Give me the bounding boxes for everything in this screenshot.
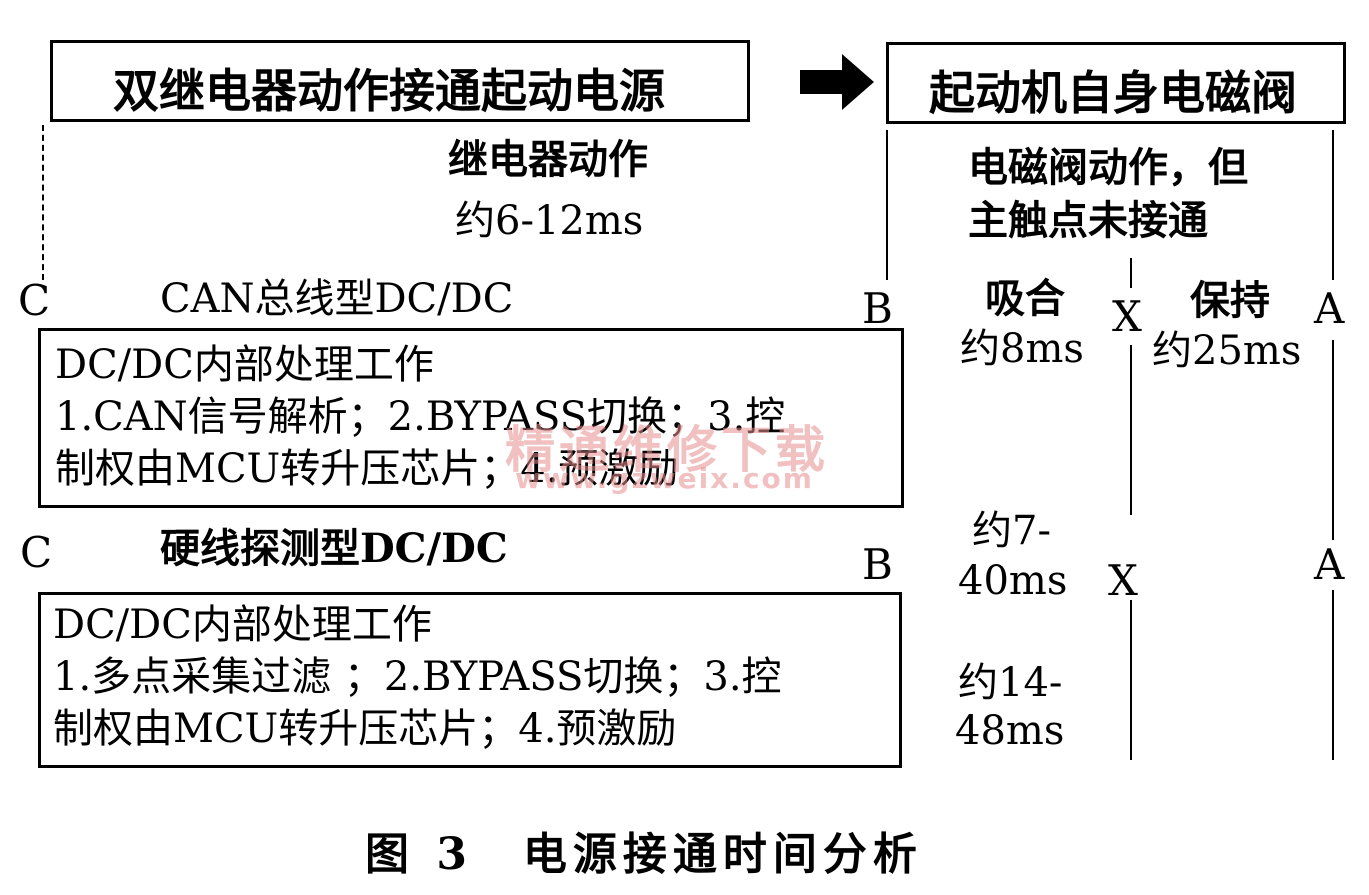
hw-box-line1: DC/DC内部处理工作 xyxy=(53,602,432,648)
can-box-line3: 制权由MCU转升压芯片；4.预激励 xyxy=(55,446,679,492)
label-a-hw: A xyxy=(1314,540,1345,589)
hw-box-line3: 制权由MCU转升压芯片；4.预激励 xyxy=(53,706,677,752)
line-a-1 xyxy=(1332,340,1334,540)
line-c-top xyxy=(42,125,44,280)
line-x-1 xyxy=(1130,258,1132,288)
hw-time2-line2: 48ms xyxy=(955,708,1065,754)
watermark-line2: www.gzweix.com xyxy=(515,462,814,495)
hw-box-line2: 1.多点采集过滤 ；2.BYPASS切换；3.控 xyxy=(53,654,782,700)
label-c-can: C xyxy=(18,276,51,325)
top-right-box-text: 起动机自身电磁阀 xyxy=(929,66,1297,120)
right-arrow-icon xyxy=(800,54,874,110)
label-b-can: B xyxy=(862,284,893,333)
watermark-line1: 精通维修下载 xyxy=(505,421,829,479)
top-left-box-text: 双继电器动作接通起动电源 xyxy=(113,64,665,118)
hw-process-box: DC/DC内部处理工作 1.多点采集过滤 ；2.BYPASS切换；3.控 制权由… xyxy=(38,592,902,768)
top-left-box: 双继电器动作接通起动电源 xyxy=(50,40,750,122)
relay-note-line2: 约6-12ms xyxy=(455,198,644,244)
figure-caption: 图 3 电源接通时间分析 xyxy=(365,829,923,880)
label-a-can: A xyxy=(1314,284,1345,333)
hw-time1-line2: 40ms xyxy=(958,558,1068,604)
can-box-line2: 1.CAN信号解析；2.BYPASS切换；3.控 xyxy=(55,394,786,440)
line-a-2 xyxy=(1332,590,1334,760)
relay-note-line1: 继电器动作 xyxy=(448,136,648,183)
can-hold-label: 保持 xyxy=(1190,277,1270,324)
can-section-title: CAN总线型DC/DC xyxy=(160,276,514,322)
hw-time2-line1: 约14- xyxy=(958,660,1063,706)
can-hold-time: 约25ms xyxy=(1152,328,1302,374)
valve-note-line1: 电磁阀动作，但 xyxy=(968,144,1248,191)
can-pull-in-label: 吸合 xyxy=(985,275,1065,322)
top-right-box: 起动机自身电磁阀 xyxy=(886,42,1346,124)
label-c-hw: C xyxy=(20,528,53,577)
line-x-1b xyxy=(1130,345,1132,515)
can-pull-in-time: 约8ms xyxy=(960,326,1084,372)
label-b-hw: B xyxy=(862,540,893,589)
label-x-hw: X xyxy=(1108,556,1138,605)
hw-section-title: 硬线探测型DC/DC xyxy=(160,525,508,572)
valve-note-line2: 主触点未接通 xyxy=(968,197,1208,244)
hw-time1-line1: 约7- xyxy=(972,508,1051,554)
can-box-line1: DC/DC内部处理工作 xyxy=(55,342,434,388)
line-a-top xyxy=(1332,130,1334,280)
can-process-box: DC/DC内部处理工作 1.CAN信号解析；2.BYPASS切换；3.控 制权由… xyxy=(38,328,904,508)
line-x-2 xyxy=(1130,600,1132,760)
label-x-can: X xyxy=(1112,292,1142,341)
line-b-top xyxy=(886,130,888,280)
